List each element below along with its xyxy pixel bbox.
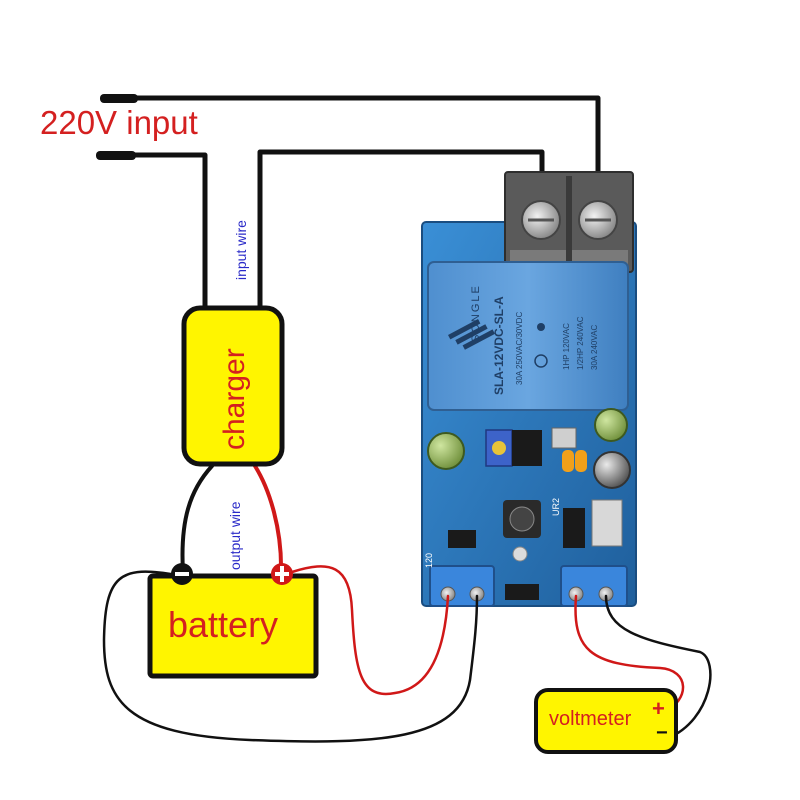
board-mark-jp1: 120: [424, 552, 434, 568]
battery-wires: [102, 565, 479, 743]
voltmeter-label: voltmeter: [549, 708, 632, 730]
output-wire-label: output wire: [227, 501, 243, 570]
relay-rating-2: 1HP 120VAC: [562, 323, 571, 370]
voltmeter-negative-wire: [604, 594, 712, 740]
wire-tip-1: [100, 94, 138, 103]
voltmeter-terminal-block: [560, 565, 628, 607]
relay-module: [421, 171, 637, 607]
voltmeter-wires: [574, 594, 712, 740]
board-mark-ur2: UR2: [551, 497, 561, 516]
charger-box: [181, 305, 285, 467]
songle-logo: [448, 319, 495, 350]
output-wires: [180, 464, 284, 574]
relay-rating-3: 1/2HP 240VAC: [576, 316, 585, 370]
relay-brand: SONGLE: [470, 284, 482, 342]
relay-rating-4: 30A 240VAC: [590, 324, 599, 370]
capacitor-2: [594, 408, 628, 442]
battery-negative-wire: [102, 570, 479, 743]
voltmeter-box: [534, 688, 678, 754]
output-wire-negative: [180, 464, 214, 574]
battery-box: [147, 573, 319, 679]
capacitor-3: [593, 451, 631, 489]
battery-positive-wire: [290, 565, 450, 696]
wire-tip-2: [96, 151, 136, 160]
charger-label: charger: [218, 348, 251, 450]
output-wire-positive: [253, 464, 284, 574]
voltmeter-plus-label: +: [652, 696, 665, 721]
voltmeter-minus-label: −: [656, 722, 668, 744]
relay-body: [427, 261, 629, 411]
input-voltage-label: 220V input: [40, 104, 198, 141]
capacitor-1: [427, 432, 465, 470]
voltmeter-positive-wire: [574, 594, 685, 714]
ic-chip: [512, 430, 542, 466]
input-wire-label: input wire: [233, 220, 249, 280]
battery-terminal-block: [429, 565, 495, 607]
mains-wire-2: [102, 152, 208, 313]
relay-model: SLA-12VDC-SL-A: [492, 296, 506, 395]
relay-rating-1: 30A 250VAC/30VDC: [515, 311, 524, 385]
battery-label: battery: [168, 604, 279, 645]
